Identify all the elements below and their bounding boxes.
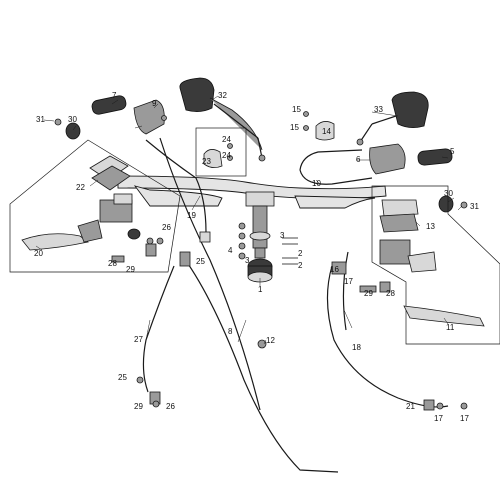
hardware-fittings [111,231,468,411]
callout-13: 13 [426,222,435,231]
callout-15: 15 [292,105,301,114]
callout-10: 10 [312,179,321,188]
callout-28: 28 [108,259,117,268]
callout-17: 17 [434,414,443,423]
callout-23: 23 [202,157,211,166]
callout-21: 21 [406,402,415,411]
callout-25: 25 [196,257,205,266]
callout-31: 31 [470,202,479,211]
left-grip-assembly [54,95,167,140]
callout-15: 15 [290,123,299,132]
right-grip-assembly [369,143,468,213]
clamp-right [303,111,335,141]
callout-9: 9 [152,99,157,108]
leader-lines [35,95,463,345]
callout-22: 22 [76,183,85,192]
callout-18: 18 [352,343,361,352]
right-mirror [356,91,429,146]
left-mirror [179,77,266,162]
callout-20: 20 [34,249,43,258]
callout-24: 24 [222,151,231,160]
callout-3: 3 [280,231,285,240]
callout-16: 16 [330,265,339,274]
left-brake-pump [9,139,181,273]
callout-5: 5 [450,147,455,156]
callout-8: 8 [228,327,233,336]
callout-30: 30 [68,115,77,124]
callout-2: 2 [298,261,303,270]
callout-29: 29 [364,289,373,298]
stem-bolts [238,222,298,265]
callout-26: 26 [162,223,171,232]
callout-29: 29 [126,265,135,274]
right-brake-pump [371,185,500,345]
callout-24: 24 [222,135,231,144]
callout-33: 33 [374,105,383,114]
callout-27: 27 [134,335,143,344]
callout-4: 4 [228,246,233,255]
callout-1: 1 [258,285,263,294]
callout-28: 28 [386,289,395,298]
callout-7: 7 [112,91,117,100]
callout-2: 2 [298,249,303,258]
callout-17: 17 [460,414,469,423]
callout-6: 6 [356,155,361,164]
callout-11: 11 [446,323,455,332]
callout-12: 12 [266,336,275,345]
callout-29: 29 [134,402,143,411]
callout-30: 30 [444,189,453,198]
callout-17: 17 [344,277,353,286]
clamp-left [195,127,247,177]
callout-25: 25 [118,373,127,382]
callout-14: 14 [322,127,331,136]
callout-32: 32 [218,91,227,100]
callout-labels: 1 2 2 3 3 4 5 6 7 8 9 10 11 12 13 14 15 … [34,91,479,423]
callout-26: 26 [166,402,175,411]
cables [142,137,449,473]
callout-3: 3 [245,256,250,265]
handlebar [117,175,387,209]
steering-stem [245,191,275,283]
callout-31: 31 [36,115,45,124]
callout-19: 19 [187,211,196,220]
